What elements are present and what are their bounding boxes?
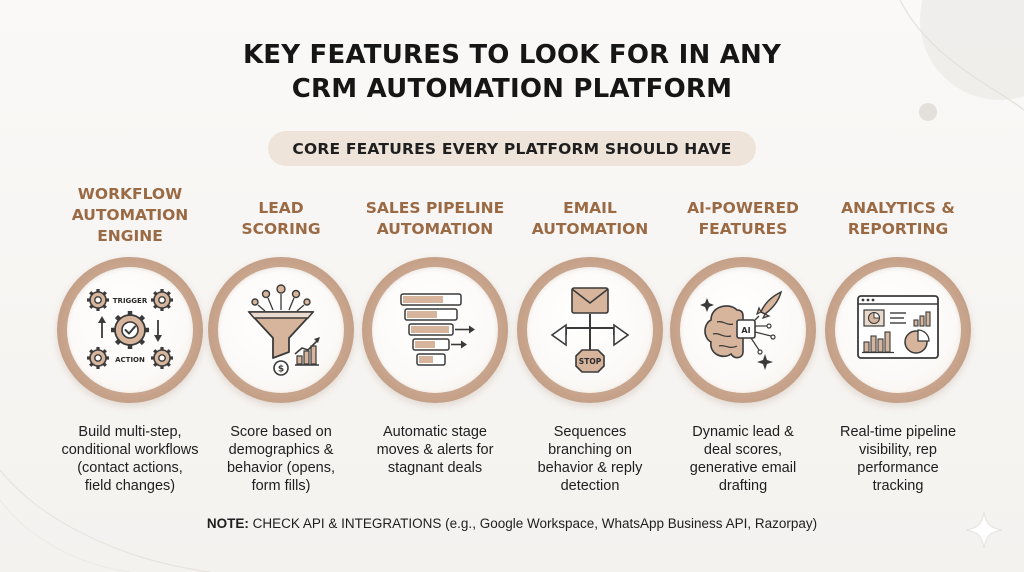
funnel-icon: $ xyxy=(247,284,320,376)
feature-circle: STOP xyxy=(517,257,663,403)
feature-description: Dynamic lead & deal scores, generative e… xyxy=(689,424,797,494)
feature-description: Build multi-step, conditional workflows … xyxy=(61,424,199,494)
sparkle-icon xyxy=(965,511,1003,549)
trigger-label: TRIGGER xyxy=(113,297,148,305)
feature-description: Score based on demographics & behavior (… xyxy=(226,424,335,494)
footnote: NOTE: CHECK API & INTEGRATIONS (e.g., Go… xyxy=(0,516,1024,531)
feature-heading: ANALYTICS & REPORTING xyxy=(841,199,955,238)
feature-circle: AI xyxy=(670,257,816,403)
coin-label: $ xyxy=(278,365,284,375)
action-label: ACTION xyxy=(115,356,145,364)
note-text: CHECK API & INTEGRATIONS (e.g., Google W… xyxy=(248,516,818,531)
ai-brain-icon: AI xyxy=(700,290,783,370)
ai-chip-label: AI xyxy=(741,326,750,335)
note-label: NOTE: xyxy=(206,516,249,531)
feature-heading: WORKFLOW AUTOMATION ENGINE xyxy=(71,185,189,245)
gears-icon: TRIGGER ACTION xyxy=(85,287,175,371)
stop-label: STOP xyxy=(579,357,602,366)
page-title: KEY FEATURES TO LOOK FOR IN ANY CRM AUTO… xyxy=(0,38,1024,106)
feature-description: Sequences branching on behavior & reply … xyxy=(537,424,643,494)
title-line-1: KEY FEATURES TO LOOK FOR IN ANY xyxy=(242,40,782,70)
email-branch-icon: STOP xyxy=(550,287,630,373)
feature-circle: TRIGGER ACTION xyxy=(57,257,203,403)
pipeline-icon xyxy=(400,293,475,366)
feature-circle xyxy=(825,257,971,403)
dashboard-icon xyxy=(857,295,939,359)
feature-heading: AI-POWERED FEATURES xyxy=(687,199,799,238)
feature-circle xyxy=(362,257,508,403)
feature-heading: LEAD SCORING xyxy=(241,199,321,238)
feature-description: Real-time pipeline visibility, rep perfo… xyxy=(839,424,957,494)
feature-heading: SALES PIPELINE AUTOMATION xyxy=(365,199,505,238)
feature-heading: EMAIL AUTOMATION xyxy=(531,199,649,238)
feature-description: Automatic stage moves & alerts for stagn… xyxy=(376,424,494,476)
subtitle-pill: CORE FEATURES EVERY PLATFORM SHOULD HAVE xyxy=(268,131,756,166)
feature-circle: $ xyxy=(208,257,354,403)
title-line-2: CRM AUTOMATION PLATFORM xyxy=(291,74,733,104)
